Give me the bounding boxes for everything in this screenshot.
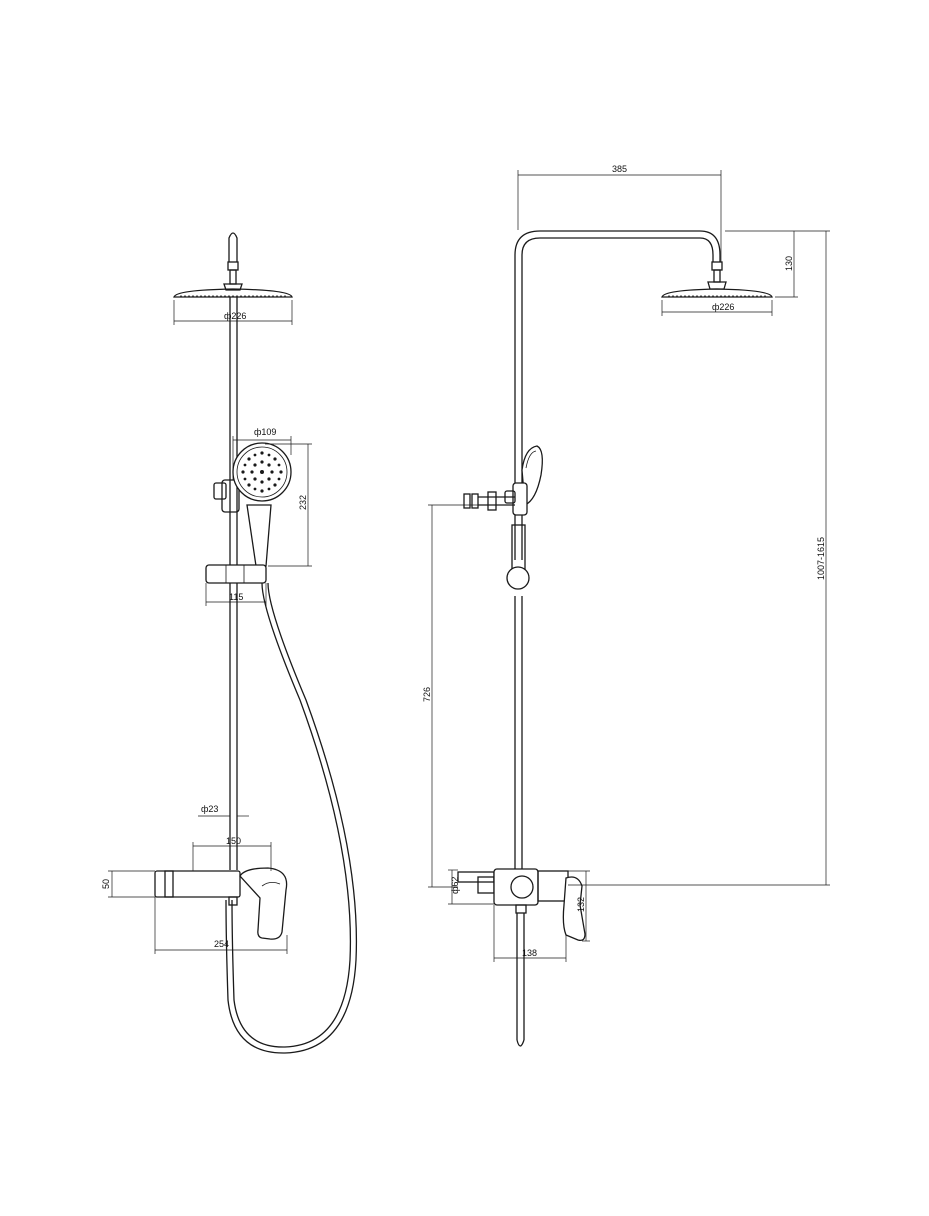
label-mixer-depth: 138 xyxy=(522,948,537,958)
label-side-head-diameter: ф226 xyxy=(712,302,734,312)
label-hand-shower-height: 232 xyxy=(298,495,308,510)
front-hose xyxy=(225,582,358,1054)
side-slide-holder xyxy=(506,524,530,590)
hand-shower-nozzles xyxy=(241,451,283,493)
label-front-head-diameter: ф226 xyxy=(224,311,246,321)
front-riser-top xyxy=(223,232,243,291)
side-mixer xyxy=(457,868,586,1047)
label-hand-shower-diameter: ф109 xyxy=(254,427,276,437)
side-riser-and-arm xyxy=(514,230,721,870)
label-holder-offset: 115 xyxy=(229,592,243,602)
front-hand-shower xyxy=(232,442,292,567)
side-view: 385 130 ф226 1007-1615 726 ф62 132 138 xyxy=(422,164,830,1047)
front-view: ф226 ф109 232 115 ф23 150 50 254 xyxy=(101,232,358,1054)
front-riser-pipe xyxy=(229,297,238,870)
front-dimension-labels: ф226 ф109 232 115 ф23 150 50 254 xyxy=(101,311,308,949)
label-flange-diameter: ф62 xyxy=(450,877,460,894)
label-pipe-diameter: ф23 xyxy=(201,804,218,814)
front-rain-head xyxy=(173,288,293,298)
side-rain-head xyxy=(661,261,773,298)
label-head-drop: 130 xyxy=(784,256,794,271)
front-mixer xyxy=(154,867,288,940)
label-mixer-centres: 150 xyxy=(226,836,241,846)
label-arm-reach: 385 xyxy=(612,164,627,174)
front-slide-holder xyxy=(205,564,267,584)
label-mixer-length: 254 xyxy=(214,939,229,949)
label-front-mixer-height: 50 xyxy=(101,879,111,889)
label-side-mixer-height: 132 xyxy=(576,897,586,912)
front-diverter-knob xyxy=(213,479,240,513)
label-bracket-height: 726 xyxy=(422,687,432,702)
side-dimensions xyxy=(428,170,830,962)
side-wall-bracket xyxy=(463,491,515,511)
side-dimension-labels: 385 130 ф226 1007-1615 726 ф62 132 138 xyxy=(422,164,826,958)
label-total-height: 1007-1615 xyxy=(816,537,826,580)
front-dimensions xyxy=(108,300,312,954)
side-hand-shower xyxy=(504,445,543,516)
